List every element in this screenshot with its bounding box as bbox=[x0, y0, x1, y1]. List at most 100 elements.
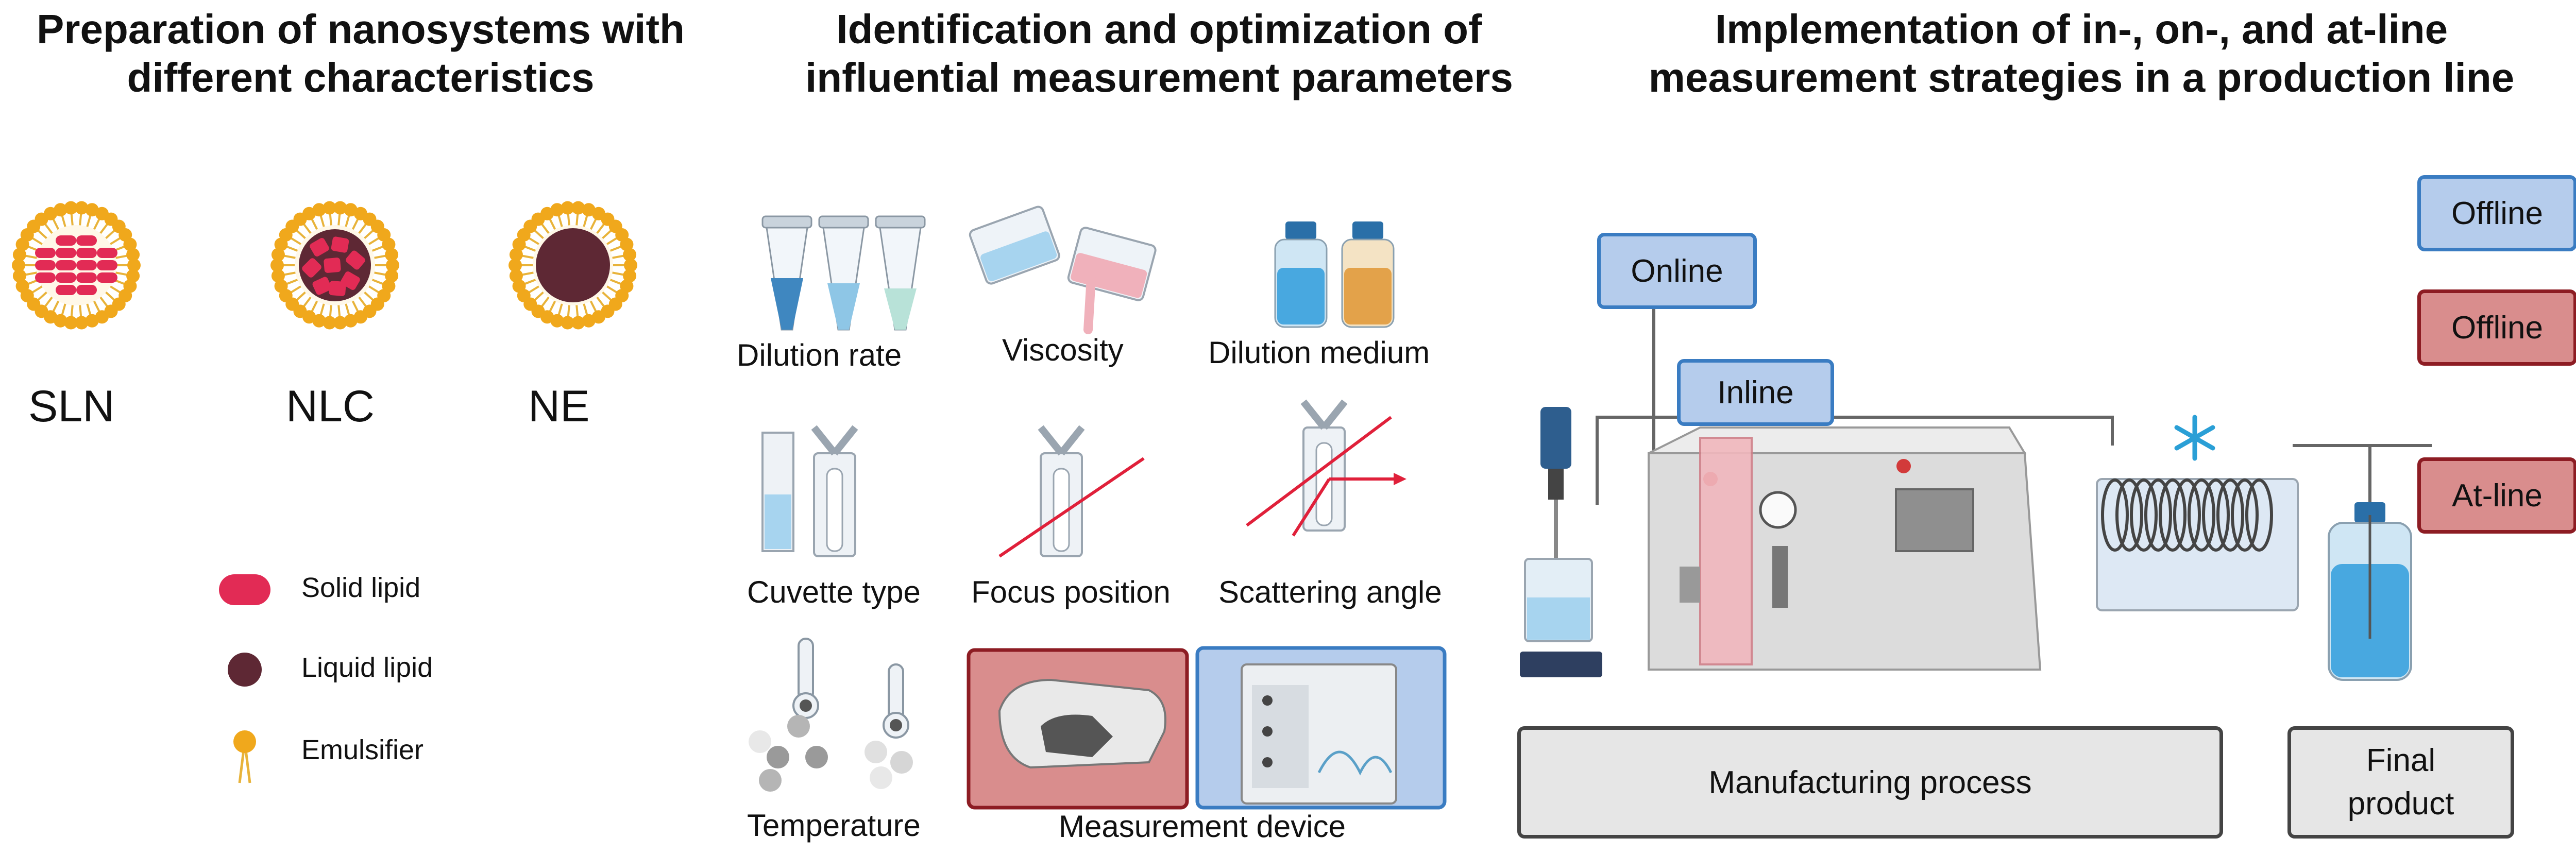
emulsifier-head bbox=[582, 314, 596, 328]
emulsifier-head bbox=[271, 269, 285, 283]
emulsifier-head bbox=[312, 203, 326, 217]
solid-lipid-blob bbox=[56, 285, 76, 295]
solid-lipid-blob bbox=[56, 248, 76, 258]
liquid-lipid-icon bbox=[228, 653, 262, 687]
solid-lipid-blob bbox=[97, 260, 117, 270]
sln-particle bbox=[12, 201, 141, 330]
scattering-angle-icon bbox=[1246, 399, 1406, 537]
solid-lipid-blob bbox=[331, 236, 349, 253]
label-sln: SLN bbox=[28, 382, 115, 431]
emulsifier-head bbox=[382, 237, 396, 251]
emulsifier-head bbox=[12, 248, 26, 262]
panel1-graphics bbox=[12, 201, 637, 783]
cooling-coil-icon bbox=[2096, 478, 2299, 611]
emulsifier-head bbox=[623, 248, 637, 262]
label-dilution-rate: Dilution rate bbox=[737, 338, 902, 372]
liquid-core bbox=[536, 228, 610, 302]
emulsifier-head bbox=[126, 269, 140, 283]
label-nlc: NLC bbox=[286, 382, 375, 431]
emulsifier-head bbox=[624, 259, 637, 272]
measurement-device-blue bbox=[1195, 646, 1447, 810]
panel2-title: Identification and optimization of influ… bbox=[773, 5, 1546, 102]
emulsifier-head bbox=[385, 269, 399, 283]
dilution-medium-bottles-icon bbox=[1274, 221, 1395, 328]
solid-lipid-icon bbox=[219, 574, 270, 605]
solid-lipid-blob bbox=[76, 235, 97, 246]
emulsifier-head bbox=[550, 203, 564, 217]
emulsifier-head bbox=[75, 201, 89, 215]
emulsifier-head bbox=[509, 248, 523, 262]
panel3-title-line1: Implementation of in-, on-, and at-line bbox=[1715, 6, 2448, 52]
cuvette-icon bbox=[761, 425, 858, 557]
solid-lipid-blob bbox=[35, 260, 56, 270]
emulsifier-head bbox=[271, 248, 285, 262]
emulsifier-head bbox=[385, 248, 399, 262]
solid-lipid-blob bbox=[56, 260, 76, 270]
emulsifier-head bbox=[561, 201, 574, 215]
temperature-icon bbox=[749, 638, 913, 792]
solid-lipid-blob bbox=[76, 260, 97, 270]
emulsifier-head bbox=[344, 314, 358, 328]
emulsifier-head bbox=[15, 279, 29, 293]
solid-lipid-blob bbox=[346, 250, 365, 270]
measurement-device-red bbox=[967, 648, 1189, 810]
legend-solid-lipid: Solid lipid bbox=[301, 572, 421, 603]
emulsifier-head bbox=[571, 201, 585, 215]
emulsifier-head bbox=[333, 316, 347, 330]
solid-lipid-blob bbox=[302, 258, 321, 278]
emulsifier-head bbox=[12, 269, 26, 283]
emulsifier-head bbox=[571, 316, 585, 330]
emulsifier-head bbox=[12, 259, 25, 272]
emulsifier-head bbox=[509, 259, 522, 272]
emulsifier-head bbox=[323, 316, 336, 330]
final-product-bottle-icon bbox=[2328, 502, 2412, 681]
offline-red-box: Offline bbox=[2417, 289, 2576, 366]
panel3-title-line2: measurement strategies in a production l… bbox=[1648, 55, 2515, 100]
label-cuvette-type: Cuvette type bbox=[747, 575, 921, 609]
snowflake-icon bbox=[2174, 415, 2215, 461]
label-focus-position: Focus position bbox=[971, 575, 1171, 609]
solid-lipid-blob bbox=[97, 272, 117, 283]
solid-lipid-blob bbox=[324, 258, 341, 273]
homogenizer-icon bbox=[1520, 407, 1602, 677]
label-viscosity: Viscosity bbox=[1002, 333, 1124, 367]
emulsifier-head bbox=[64, 201, 78, 215]
solid-lipid-blob bbox=[329, 281, 346, 296]
online-box: Online bbox=[1597, 233, 1757, 309]
solid-lipid-blob bbox=[97, 248, 117, 258]
label-measurement-device: Measurement device bbox=[1059, 809, 1346, 844]
solid-lipid-blob bbox=[56, 272, 76, 283]
emulsifier-head bbox=[323, 201, 336, 215]
solid-lipid-blob bbox=[310, 238, 329, 256]
nlc-particle bbox=[270, 201, 399, 330]
panel1-title-line2: different characteristics bbox=[127, 55, 595, 100]
offline-blue-box: Offline bbox=[2417, 175, 2576, 251]
emulsifier-head bbox=[75, 316, 89, 330]
solid-lipid-blob bbox=[76, 285, 97, 295]
viscosity-beakers-icon bbox=[969, 206, 1157, 334]
process-machine-icon bbox=[1648, 426, 2042, 671]
emulsifier-head bbox=[333, 201, 347, 215]
inline-box: Inline bbox=[1677, 359, 1834, 426]
emulsifier-head bbox=[623, 269, 637, 283]
manufacturing-process-box: Manufacturing process bbox=[1517, 726, 2223, 839]
legend-emulsifier: Emulsifier bbox=[301, 734, 424, 765]
emulsifier-head bbox=[85, 314, 99, 328]
atline-box: At-line bbox=[2417, 457, 2576, 534]
panel1-title: Preparation of nanosystems with differen… bbox=[0, 5, 721, 102]
emulsifier-head bbox=[64, 316, 78, 330]
panel3-title: Implementation of in-, on-, and at-line … bbox=[1613, 5, 2550, 102]
emulsifier-head bbox=[561, 316, 574, 330]
emulsifier-head bbox=[127, 259, 141, 272]
solid-lipid-blob bbox=[312, 277, 332, 295]
emulsifier-head bbox=[54, 203, 67, 217]
emulsifier-head bbox=[386, 259, 399, 272]
solid-lipid-blob bbox=[76, 248, 97, 258]
ne-particle bbox=[509, 201, 637, 330]
solid-lipid-blob bbox=[56, 235, 76, 246]
panel2-title-line2: influential measurement parameters bbox=[805, 55, 1513, 100]
label-dilution-medium: Dilution medium bbox=[1208, 335, 1430, 370]
label-scattering-angle: Scattering angle bbox=[1218, 575, 1442, 609]
final-product-line1: Final bbox=[2366, 743, 2436, 778]
